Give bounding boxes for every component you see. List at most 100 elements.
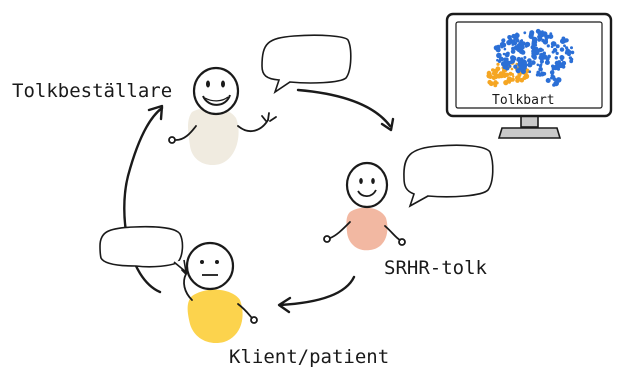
logo-dot <box>495 66 501 72</box>
logo-dot <box>538 66 543 72</box>
logo-dot <box>570 50 575 55</box>
logo-dot <box>542 56 545 59</box>
logo-dot <box>570 46 573 50</box>
logo-dot <box>555 64 561 70</box>
logo-dot <box>539 59 545 64</box>
logo-dot <box>550 76 553 80</box>
orderer-body <box>188 107 239 166</box>
logo-dot <box>537 31 543 37</box>
logo-dot <box>499 42 505 47</box>
logo-dot <box>511 33 516 39</box>
logo-dot <box>564 50 569 55</box>
logo-dot <box>495 47 501 53</box>
speech-bubble-icon <box>99 225 184 268</box>
logo-dot <box>495 70 499 74</box>
client-figure <box>99 225 258 344</box>
logo-dot <box>547 78 550 82</box>
logo-dot <box>506 51 510 56</box>
label-orderer: Tolkbeställare <box>12 80 173 102</box>
logo-dot <box>561 64 566 69</box>
speech-bubble-icon <box>403 144 494 208</box>
logo-dot <box>495 81 499 85</box>
logo-dot <box>511 72 514 76</box>
logo-dot <box>522 60 527 65</box>
logo-dot <box>520 39 524 42</box>
logo-dot <box>499 73 504 79</box>
logo-dot <box>542 39 549 45</box>
logo-dot <box>560 38 566 44</box>
logo-dot <box>555 77 562 83</box>
logo-dot <box>523 76 527 80</box>
logo-dot <box>510 58 514 63</box>
logo-dot <box>552 77 557 81</box>
logo-dot <box>501 38 506 43</box>
logo-dot <box>563 44 566 48</box>
logo-dot <box>554 60 560 66</box>
logo-dot <box>548 34 554 39</box>
neutral-face-icon <box>185 241 235 291</box>
arrow-head-icon <box>147 104 164 121</box>
logo-dot <box>504 66 510 71</box>
logo-dot <box>523 31 527 35</box>
logo-dot <box>502 52 506 56</box>
logo-dot <box>538 64 543 68</box>
logo-dot <box>561 60 566 66</box>
orderer-figure <box>168 34 352 166</box>
logo-dot <box>503 47 507 51</box>
label-interpreter: SRHR-tolk <box>384 257 487 279</box>
logo-dot <box>520 57 524 61</box>
logo-dot <box>508 37 513 42</box>
logo-dot <box>549 70 555 75</box>
client-body <box>187 289 243 344</box>
logo-text: Tolkbart <box>492 93 555 108</box>
logo-dot <box>516 56 521 61</box>
logo-dot <box>570 57 574 61</box>
logo-dot <box>559 47 565 52</box>
logo-dot <box>493 74 499 80</box>
logo-dot <box>510 49 516 54</box>
logo-dot <box>500 61 507 67</box>
logo-dot <box>538 55 543 60</box>
smiling-face-icon <box>192 66 240 116</box>
logo-dot <box>488 74 493 79</box>
speech-bubble-icon <box>261 34 352 94</box>
logo-dot <box>530 44 536 50</box>
arrow-client-to-orderer <box>123 106 164 294</box>
logo-dot <box>544 60 550 65</box>
logo-dot <box>528 70 532 73</box>
logo-dot <box>506 76 512 82</box>
logo-dot <box>551 67 555 71</box>
logo-dot <box>524 45 528 48</box>
logo-dot <box>527 62 533 68</box>
logo-dot <box>527 58 532 64</box>
interpreter-figure <box>323 144 494 251</box>
logo-dot <box>523 56 527 59</box>
logo-dot <box>552 42 556 47</box>
arrow-head-icon <box>380 117 395 132</box>
logo-dot <box>519 77 525 83</box>
logo-dot <box>554 56 558 60</box>
interpreter-body <box>346 207 388 251</box>
logo-dot <box>503 80 509 86</box>
logo-dot <box>555 51 559 56</box>
tolkbart-logo-icon <box>486 28 575 88</box>
logo-dot <box>546 44 550 48</box>
logo-dot <box>532 36 538 43</box>
logo-dot <box>550 45 554 48</box>
logo-dot <box>496 62 500 66</box>
logo-dot <box>487 79 493 85</box>
logo-dot <box>552 47 558 53</box>
smiling-face-icon <box>345 161 389 209</box>
logo-dot <box>514 45 519 50</box>
logo-dot <box>517 73 522 77</box>
logo-dot <box>568 50 572 54</box>
logo-dot <box>538 47 543 53</box>
logo-dot <box>510 67 514 71</box>
label-client: Klient/patient <box>229 346 390 368</box>
logo-dot <box>551 64 555 68</box>
logo-dot <box>564 38 569 43</box>
logo-dot <box>542 51 546 55</box>
logo-dot <box>539 36 543 40</box>
